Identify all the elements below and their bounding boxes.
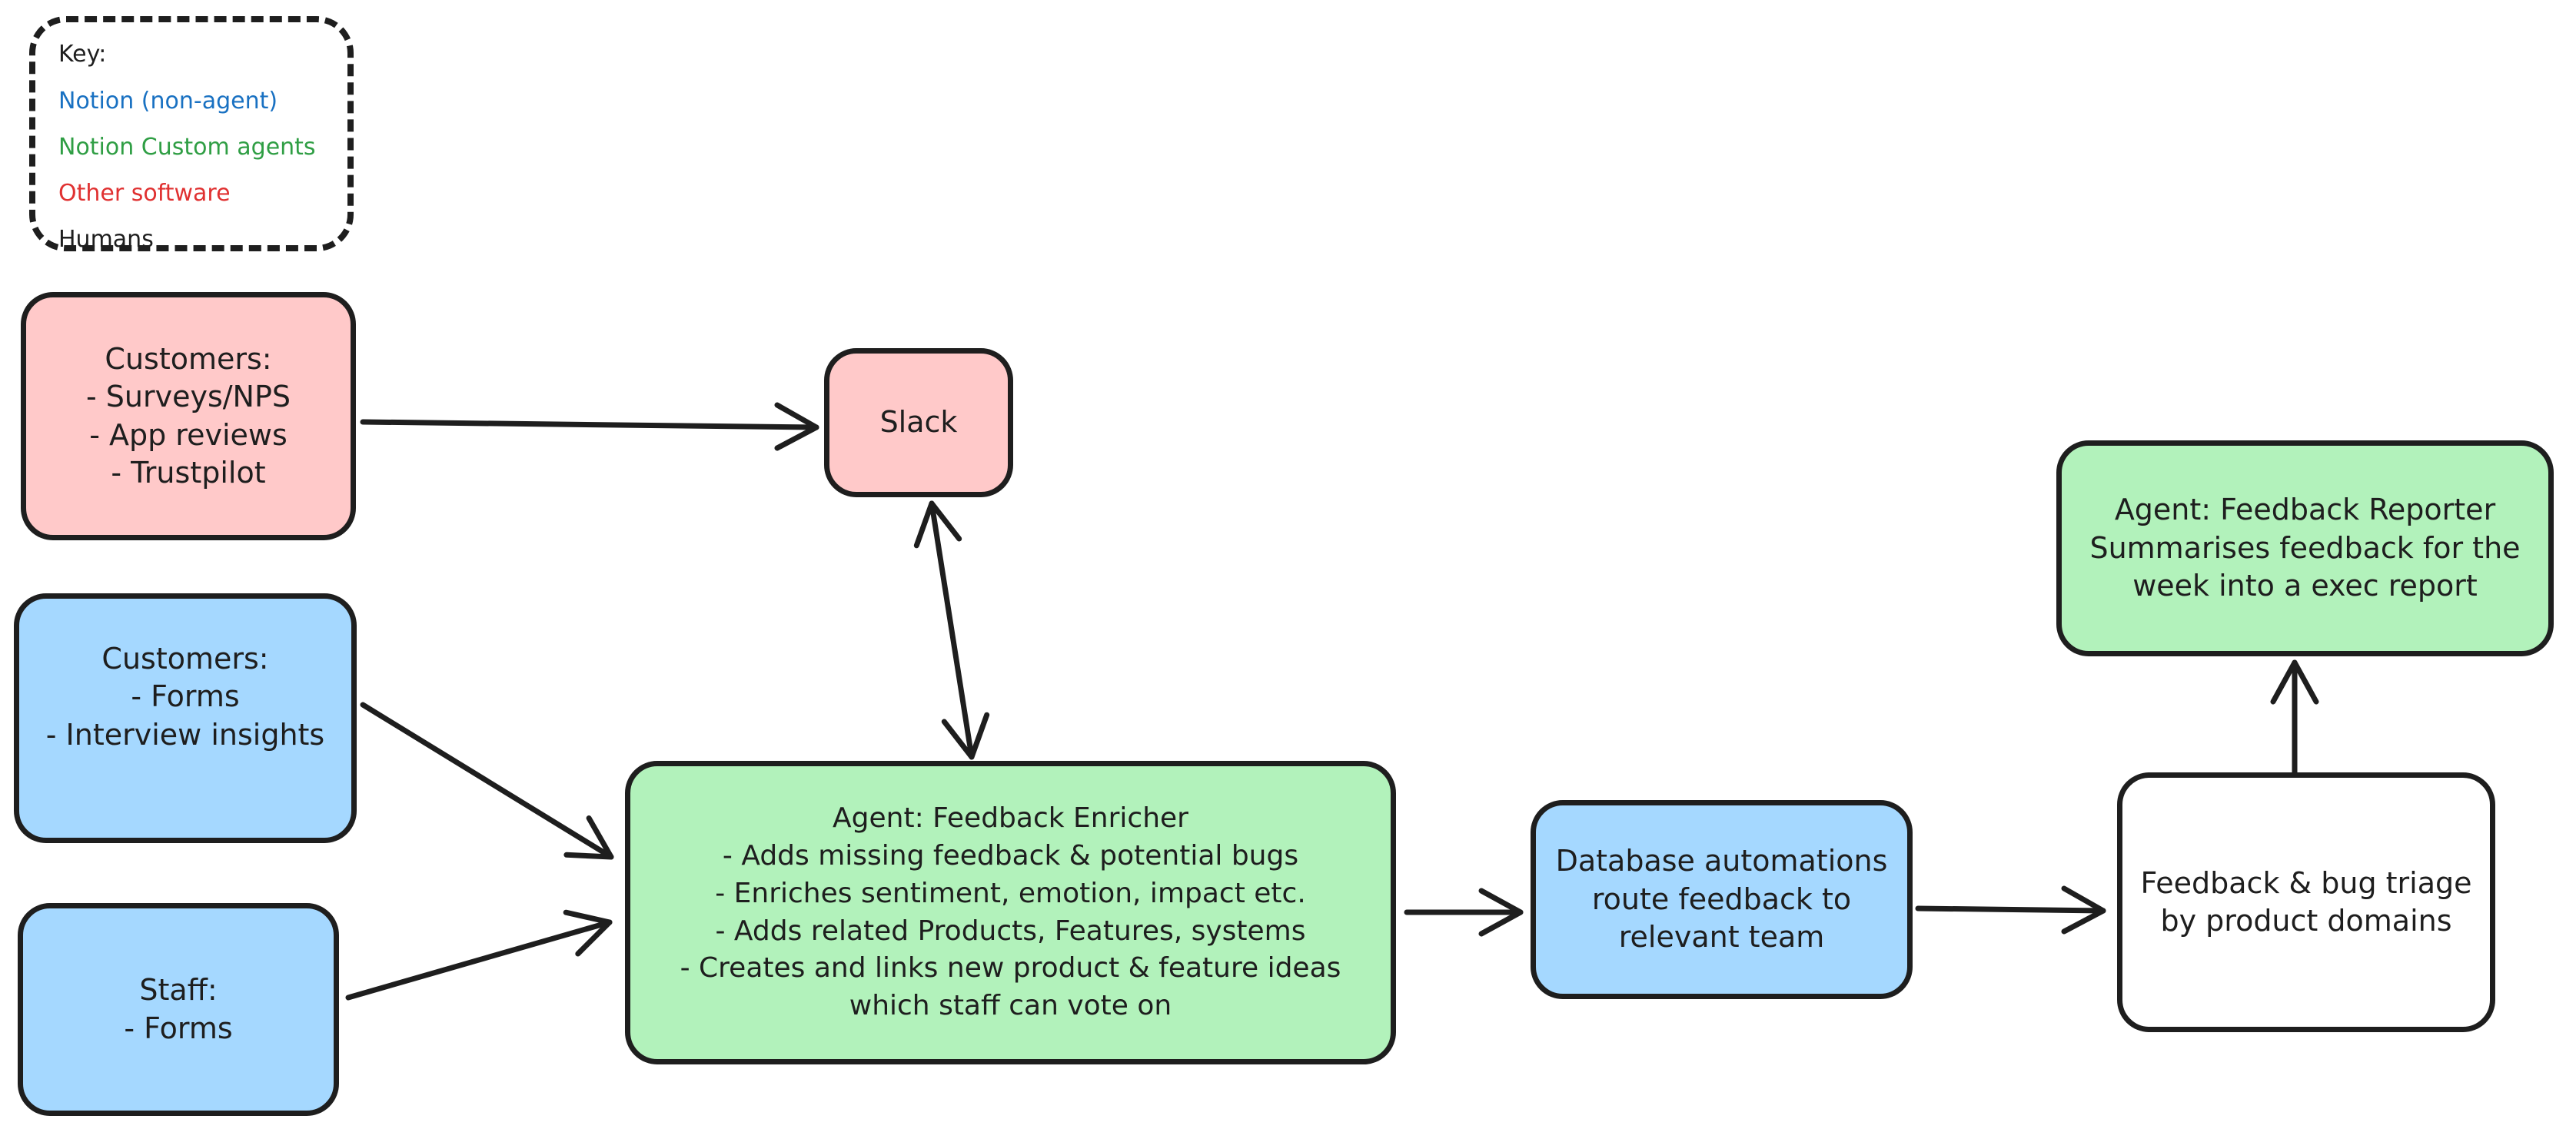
node-label-line: relevant team — [1618, 920, 1825, 955]
node-customers-external[interactable]: Customers: - Surveys/NPS - App reviews -… — [21, 292, 356, 540]
node-label-line: - Forms — [124, 1011, 233, 1045]
node-label-line: - App reviews — [89, 417, 288, 452]
node-label-line: - Trustpilot — [111, 455, 266, 490]
node-label-line: - Surveys/NPS — [85, 380, 291, 414]
node-label-line: by product domains — [2160, 904, 2452, 938]
node-label-line: Slack — [879, 405, 958, 440]
legend-item-other-software: Other software — [58, 180, 231, 207]
node-staff[interactable]: Staff: - Forms — [18, 903, 339, 1116]
node-label-line: - Adds related Products, Features, syste… — [715, 915, 1306, 947]
arrow-slack-enricher-bidirectional[interactable] — [913, 500, 990, 760]
node-label-line: Agent: Feedback Enricher — [833, 802, 1188, 834]
node-label-line: - Creates and links new product & featur… — [680, 952, 1341, 985]
node-customers-notion[interactable]: Customers: - Forms - Interview insights — [14, 593, 357, 843]
node-label-line: Customers: — [105, 341, 272, 376]
arrow-customers-external-to-slack[interactable] — [360, 402, 819, 451]
node-label-line: which staff can vote on — [849, 990, 1172, 1022]
node-label-line: Staff: — [139, 973, 218, 1008]
node-label-line: Customers: — [101, 641, 269, 676]
legend-item-humans: Humans — [58, 226, 154, 253]
node-label-line: - Interview insights — [45, 717, 325, 752]
legend-item-notion-custom-agents: Notion Custom agents — [58, 134, 316, 161]
arrow-triage-to-reporter[interactable] — [2270, 659, 2319, 778]
arrow-database-to-triage[interactable] — [1915, 885, 2106, 935]
node-label-line: Agent: Feedback Reporter — [2114, 493, 2496, 527]
node-label-line: Summarises feedback for the — [2089, 530, 2521, 565]
legend-key-box[interactable]: Key: Notion (non-agent) Notion Custom ag… — [29, 16, 354, 253]
node-label-line: - Forms — [131, 679, 240, 714]
arrow-staff-to-enricher[interactable] — [345, 909, 613, 1001]
node-label-line: Database automations — [1555, 844, 1888, 878]
node-label-line: - Adds missing feedback & potential bugs — [722, 839, 1299, 872]
node-feedback-reporter-agent[interactable]: Agent: Feedback Reporter Summarises feed… — [2056, 440, 2554, 656]
node-feedback-enricher-agent[interactable]: Agent: Feedback Enricher - Adds missing … — [625, 761, 1396, 1064]
legend-item-notion-non-agent: Notion (non-agent) — [58, 88, 278, 115]
node-label-line: - Enriches sentiment, emotion, impact et… — [715, 877, 1306, 909]
node-slack[interactable]: Slack — [824, 348, 1013, 497]
arrow-enricher-to-database[interactable] — [1404, 888, 1524, 937]
node-feedback-triage[interactable]: Feedback & bug triage by product domains — [2117, 772, 2495, 1032]
node-label-line: week into a exec report — [2132, 569, 2478, 603]
arrow-customers-notion-to-enricher[interactable] — [360, 702, 614, 860]
node-label-line: Feedback & bug triage — [2140, 865, 2472, 900]
node-database-automations[interactable]: Database automations route feedback to r… — [1531, 800, 1913, 999]
legend-title: Key: — [58, 41, 107, 68]
node-label-line: route feedback to — [1591, 882, 1852, 916]
